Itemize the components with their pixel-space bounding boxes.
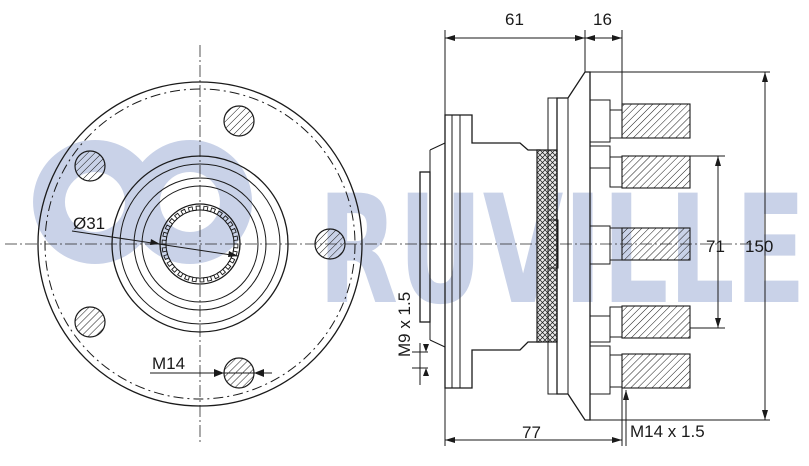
m9-arrow-bottom xyxy=(423,368,429,376)
hub-flange-outline xyxy=(37,81,363,407)
thread-hole-callout: M9 x 1.5 xyxy=(395,292,429,385)
front-view: Ø31 M14 xyxy=(5,45,440,445)
stud-arrow-right xyxy=(254,369,264,377)
ruville-logo-text: RUVILLE xyxy=(318,164,806,338)
wheel-studs xyxy=(609,103,691,389)
top-dimensions: 61 16 xyxy=(444,10,623,115)
stud-thread-3 xyxy=(621,227,691,261)
stud-thread-5 xyxy=(621,353,691,389)
hub-inner-ring xyxy=(119,163,281,325)
stud-shank-5 xyxy=(609,354,623,388)
stud-hole-3 xyxy=(314,228,346,260)
spline-teeth-path xyxy=(161,205,239,283)
stud-boss-5 xyxy=(589,345,611,395)
stud-arrow-left xyxy=(214,369,224,377)
bearing-outer-ring xyxy=(133,177,267,311)
arrow-16-left xyxy=(585,35,595,41)
stud-thread-side-label: M14 x 1.5 xyxy=(630,422,705,441)
m9-arrow-top xyxy=(423,344,429,352)
bearing-inner-ring xyxy=(141,185,259,303)
hub-outer-ring xyxy=(111,155,289,333)
dim-16-label: 16 xyxy=(593,10,612,29)
stud-thread-arrow xyxy=(623,390,629,400)
height-arrow-bottom xyxy=(762,410,768,420)
bottom-length-dimension: 77 xyxy=(444,388,623,446)
brand-watermark-logo: RUVILLE xyxy=(33,140,806,338)
hub-chamfer-lines xyxy=(429,142,446,348)
stud-pitch-circle xyxy=(44,88,356,400)
stud-shank-1 xyxy=(609,109,623,139)
pcd-arrow-bottom xyxy=(715,318,721,328)
pcd-dimension: 71 xyxy=(690,155,725,329)
stud-thread-label: M14 xyxy=(152,354,185,373)
stud-thread-4 xyxy=(621,305,691,339)
length-arrow-right xyxy=(612,437,622,443)
stud-thread-side-callout: M14 x 1.5 xyxy=(623,390,705,446)
dim-150-label: 150 xyxy=(745,237,773,256)
bearing-section xyxy=(536,149,558,343)
stud-hole-2 xyxy=(74,150,106,182)
dim-61-label: 61 xyxy=(505,10,524,29)
stud-thread-callout: M14 xyxy=(150,354,272,377)
stud-hole-1 xyxy=(223,105,255,137)
stud-thread-1 xyxy=(621,103,691,139)
dim-77-label: 77 xyxy=(522,423,541,442)
overall-height-dimension: 150 xyxy=(590,71,773,421)
bore-arrow-left xyxy=(150,239,160,245)
bore-diameter-callout: Ø31 xyxy=(71,214,239,257)
arrow-16-right xyxy=(612,35,622,41)
side-view: 61 16 M9 x 1.5 71 150 xyxy=(395,10,773,446)
stud-hole-4 xyxy=(74,306,106,338)
height-arrow-top xyxy=(762,72,768,82)
bore-arrow-right xyxy=(228,251,238,257)
m9-thread-label: M9 x 1.5 xyxy=(395,292,414,357)
stud-thread-2 xyxy=(621,155,691,189)
flange-center-pilot xyxy=(547,219,559,269)
stud-boss-1 xyxy=(589,99,611,143)
dim-71-label: 71 xyxy=(706,237,725,256)
arrow-61-left xyxy=(445,35,455,41)
length-arrow-left xyxy=(445,437,455,443)
spline-teeth xyxy=(161,205,239,283)
ruville-logo-emblem xyxy=(33,140,253,264)
arrow-61-right xyxy=(575,35,585,41)
bore-diameter-label: Ø31 xyxy=(73,214,105,233)
pcd-arrow-top xyxy=(715,156,721,166)
